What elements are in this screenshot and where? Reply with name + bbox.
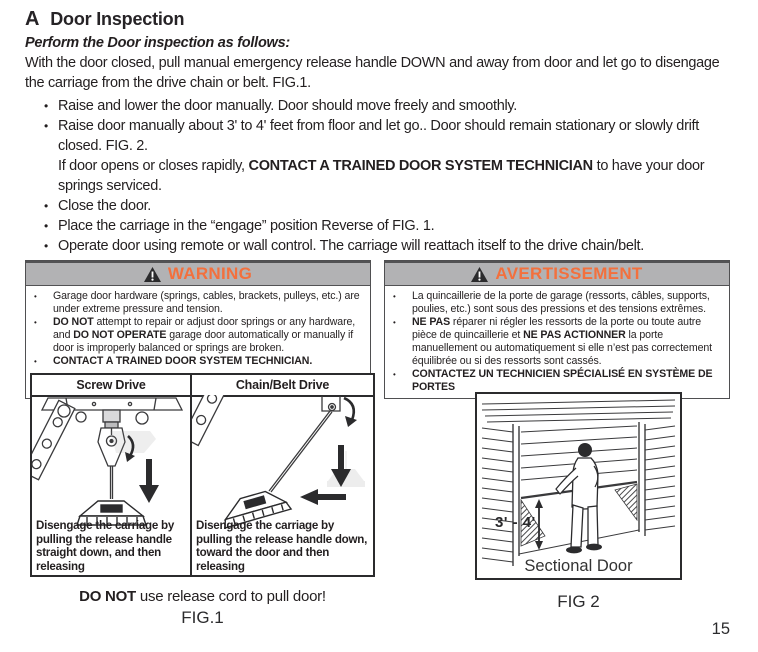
fig1-panel-screw-drive: Screw Drive: [32, 375, 192, 575]
avertissement-title: AVERTISSEMENT: [495, 264, 643, 283]
list-item: •CONTACTEZ UN TECHNICIEN SPÉCIALISÉ EN S…: [393, 368, 713, 393]
list-item: •CONTACT A TRAINED DOOR SYSTEM TECHNICIA…: [34, 355, 313, 367]
warning-list-en: •Garage door hardware (springs, cables, …: [26, 286, 370, 372]
inspection-steps-list: •Raise and lower the door manually. Door…: [25, 96, 742, 256]
warning-list-fr: •La quincaillerie de la porte de garage …: [385, 286, 729, 398]
list-item: •Place the carriage in the “engage” posi…: [44, 218, 435, 234]
fig1-panel-chain-belt-drive: Chain/Belt Drive: [192, 375, 373, 575]
section-heading: A Door Inspection: [25, 8, 742, 31]
warning-header-en: WARNING: [26, 261, 370, 286]
screw-drive-illustration: [32, 397, 184, 526]
chain-belt-drive-caption: Disengage the carriage by pulling the re…: [196, 519, 368, 573]
chain-belt-drive-illustration: [192, 395, 365, 529]
list-item: •NE PAS réparer ni régler les ressorts d…: [393, 316, 713, 367]
fig1-note: DO NOT use release cord to pull door!: [79, 588, 326, 605]
warning-box-fr: AVERTISSEMENT •La quincaillerie de la po…: [384, 260, 730, 399]
section-letter: A: [25, 8, 40, 30]
intro-paragraph: With the door closed, pull manual emerge…: [25, 55, 720, 91]
sectional-door-label: Sectional Door: [524, 557, 633, 575]
list-item: •DO NOT attempt to repair or adjust door…: [34, 316, 356, 354]
sectional-door-illustration: [481, 399, 676, 566]
chain-belt-drive-title: Chain/Belt Drive: [192, 375, 373, 397]
page-title: Door Inspection: [50, 9, 185, 29]
page-number: 15: [711, 620, 730, 638]
intro-line: Perform the Door inspection as follows:: [25, 35, 290, 51]
list-item: If door opens or closes rapidly, CONTACT…: [58, 158, 705, 194]
warning-header-fr: AVERTISSEMENT: [385, 261, 729, 286]
screw-drive-title: Screw Drive: [32, 375, 190, 397]
list-item: •Garage door hardware (springs, cables, …: [34, 290, 360, 315]
fig2-label: FIG 2: [557, 592, 600, 611]
fig1-box: Screw Drive: [30, 373, 375, 577]
warning-box-en: WARNING •Garage door hardware (springs, …: [25, 260, 371, 399]
list-item: •La quincaillerie de la porte de garage …: [393, 290, 710, 315]
list-item: •Raise door manually about 3' to 4' feet…: [44, 118, 699, 154]
warning-row: WARNING •Garage door hardware (springs, …: [25, 260, 730, 399]
list-item: •Raise and lower the door manually. Door…: [44, 98, 518, 114]
list-item: •Operate door using remote or wall contr…: [44, 238, 644, 254]
warning-title: WARNING: [167, 264, 253, 283]
fig2-box: 3' - 4' Sectional Door: [475, 392, 682, 580]
screw-drive-caption: Disengage the carriage by pulling the re…: [36, 519, 175, 573]
list-item: •Close the door.: [44, 198, 152, 214]
warning-triangle-icon: [143, 266, 161, 282]
door-inspection-section: A Door Inspection Perform the Door inspe…: [25, 8, 742, 256]
warning-triangle-icon: [471, 266, 489, 282]
fig1-label: FIG.1: [181, 608, 224, 627]
door-height-label: 3' - 4': [495, 514, 536, 531]
